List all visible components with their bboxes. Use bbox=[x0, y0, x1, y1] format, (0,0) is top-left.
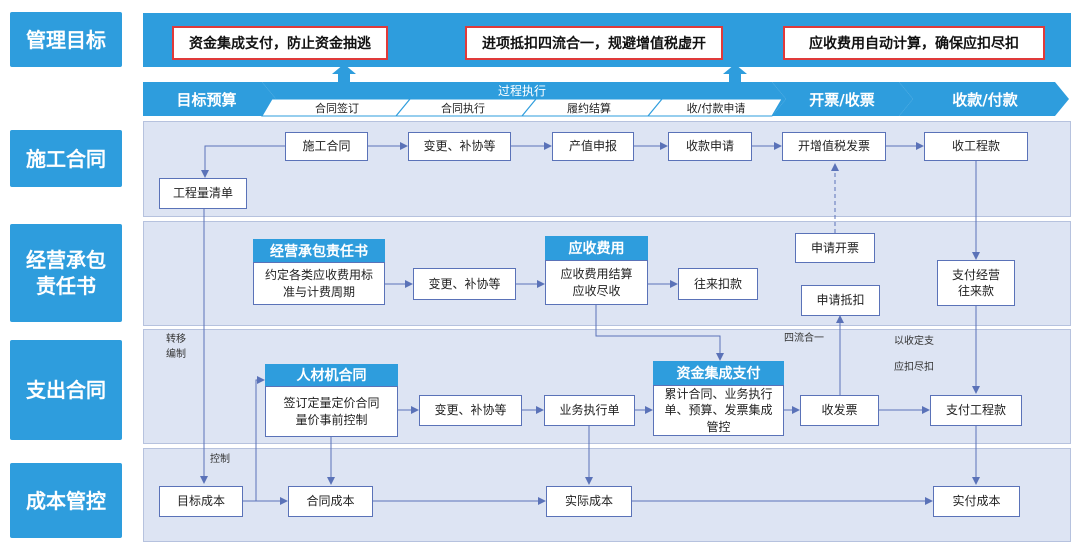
cost-target-box: 目标成本 bbox=[159, 486, 243, 517]
note-deduct-all: 应扣尽扣 bbox=[894, 362, 934, 373]
apply-invoice-box: 申请开票 bbox=[795, 233, 875, 263]
row-label-mgmt: 管理目标 bbox=[10, 12, 122, 67]
goal-3: 应收费用自动计算，确保应扣尽扣 bbox=[783, 26, 1045, 60]
construction-change-box: 变更、补协等 bbox=[408, 132, 511, 161]
construction-bill-box: 工程量清单 bbox=[159, 178, 247, 209]
operation-header: 经营承包责任书 bbox=[253, 239, 385, 262]
phase-step-settle: 履约结算 bbox=[567, 101, 611, 115]
expense-exec-box: 业务执行单 bbox=[544, 395, 635, 426]
row-label-operation: 经营承包 责任书 bbox=[10, 224, 122, 322]
construction-collect-payment-box: 收工程款 bbox=[924, 132, 1028, 161]
phase-step-apply: 收/付款申请 bbox=[686, 101, 746, 115]
pay-operation-box: 支付经营 往来款 bbox=[937, 260, 1015, 306]
note-control: 控制 bbox=[210, 454, 230, 465]
fund-pay-header: 资金集成支付 bbox=[653, 361, 784, 385]
construction-collect-apply-box: 收款申请 bbox=[668, 132, 752, 161]
expense-change-box: 变更、补协等 bbox=[419, 395, 522, 426]
note-by-receipt: 以收定支 bbox=[894, 336, 934, 347]
cost-paid-box: 实付成本 bbox=[933, 486, 1020, 517]
cost-contract-box: 合同成本 bbox=[288, 486, 373, 517]
note-four-in-one: 四流合一 bbox=[784, 333, 824, 344]
apply-deduct-box: 申请抵扣 bbox=[801, 285, 880, 316]
row-label-construction: 施工合同 bbox=[10, 130, 122, 187]
receivable-body-box: 应收费用结算 应收尽收 bbox=[545, 260, 648, 305]
construction-contract-box: 施工合同 bbox=[285, 132, 368, 161]
goal-1: 资金集成支付，防止资金抽逃 bbox=[172, 26, 388, 60]
row-label-expense: 支出合同 bbox=[10, 340, 122, 440]
phase-payment: 收款/付款 bbox=[952, 90, 1018, 109]
receive-invoice-box: 收发票 bbox=[800, 395, 879, 426]
operation-body-box: 约定各类应收费用标准与计费周期 bbox=[253, 262, 385, 305]
phase-target-budget: 目标预算 bbox=[176, 90, 237, 109]
phase-process: 过程执行 bbox=[497, 84, 546, 98]
expense-header: 人材机合同 bbox=[265, 364, 398, 386]
pay-project-box: 支付工程款 bbox=[930, 395, 1022, 426]
construction-output-box: 产值申报 bbox=[552, 132, 634, 161]
goal-2: 进项抵扣四流合一，规避增值税虚开 bbox=[465, 26, 723, 60]
operation-change-box: 变更、补协等 bbox=[413, 268, 516, 300]
operation-deduct-box: 往来扣款 bbox=[678, 268, 758, 300]
phase-step-execute: 合同执行 bbox=[441, 101, 485, 115]
construction-vat-invoice-box: 开增值税发票 bbox=[782, 132, 886, 161]
receivable-header: 应收费用 bbox=[545, 236, 648, 260]
expense-body-box: 签订定量定价合同 量价事前控制 bbox=[265, 386, 398, 437]
note-transfer: 转移 编制 bbox=[166, 334, 186, 360]
phase-step-sign: 合同签订 bbox=[315, 101, 359, 115]
fund-pay-body-box: 累计合同、业务执行单、预算、发票集成管控 bbox=[653, 385, 784, 436]
row-label-cost: 成本管控 bbox=[10, 463, 122, 538]
cost-actual-box: 实际成本 bbox=[546, 486, 632, 517]
phase-invoice: 开票/收票 bbox=[809, 90, 875, 109]
